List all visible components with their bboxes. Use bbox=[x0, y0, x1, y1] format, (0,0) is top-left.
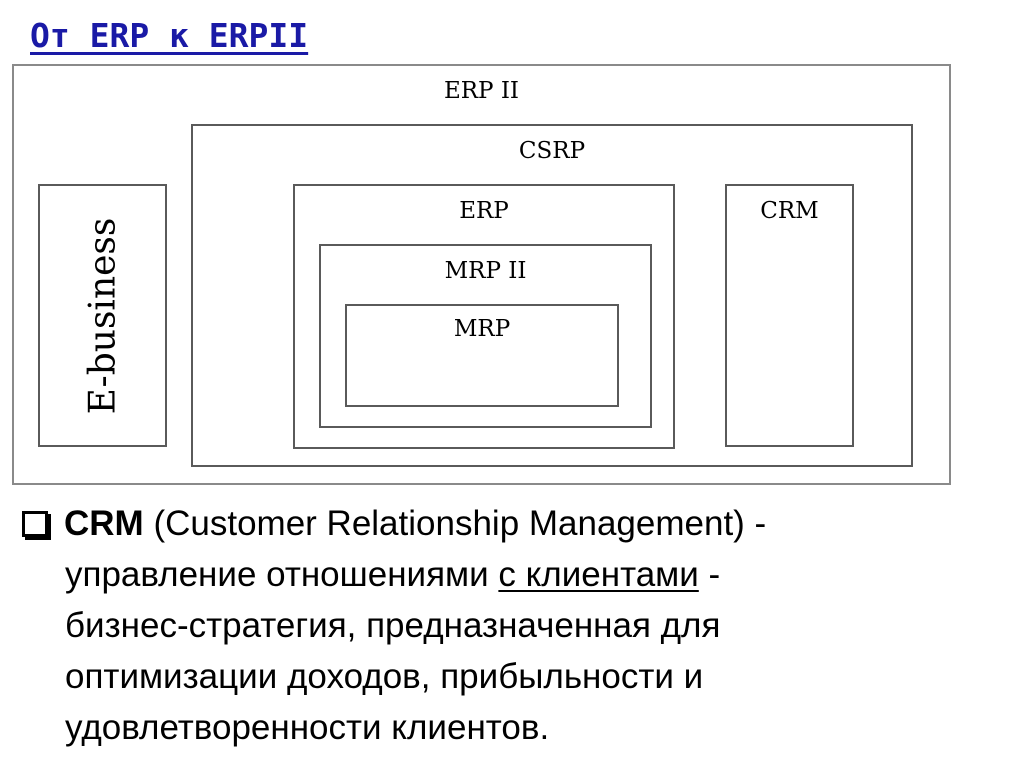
definition-line-2: управление отношениями с клиентами - bbox=[22, 549, 1012, 600]
crm-box: CRM bbox=[725, 184, 854, 447]
csrp-label: CSRP bbox=[518, 138, 586, 164]
mrp2-box: MRP II MRP bbox=[319, 244, 652, 428]
erp-box: ERP MRP II MRP bbox=[293, 184, 675, 449]
mrp2-label: MRP II bbox=[444, 258, 527, 284]
csrp-box: CSRP ERP MRP II MRP CRM bbox=[191, 124, 913, 467]
checkbox-bullet-icon bbox=[22, 511, 48, 537]
ebusiness-label: E-business bbox=[82, 217, 123, 414]
mrp-label: MRP bbox=[453, 316, 511, 342]
crm-definition: CRM (Customer Relationship Management) -… bbox=[22, 498, 1012, 753]
definition-text: управление отношениями bbox=[65, 555, 499, 594]
crm-expansion: (Customer Relationship Management) - bbox=[153, 504, 767, 543]
erp-evolution-diagram: ERP II E-business CSRP ERP MRP II MRP CR… bbox=[12, 64, 951, 485]
slide-title: От ERP к ERPII bbox=[30, 16, 309, 55]
mrp-box: MRP bbox=[345, 304, 619, 407]
definition-line-1: CRM (Customer Relationship Management) - bbox=[22, 498, 1012, 549]
crm-label: CRM bbox=[760, 198, 819, 224]
definition-line-4: оптимизации доходов, прибыльности и bbox=[65, 657, 704, 696]
definition-line-3: бизнес-стратегия, предназначенная для bbox=[65, 606, 721, 645]
ebusiness-box: E-business bbox=[38, 184, 167, 447]
clients-link: с клиентами bbox=[498, 555, 699, 594]
definition-line-5: удовлетворенности клиентов. bbox=[65, 708, 550, 747]
erp-label: ERP bbox=[459, 198, 509, 224]
erp2-label: ERP II bbox=[443, 78, 520, 104]
crm-term: CRM bbox=[64, 504, 144, 543]
definition-text: - bbox=[698, 555, 721, 594]
